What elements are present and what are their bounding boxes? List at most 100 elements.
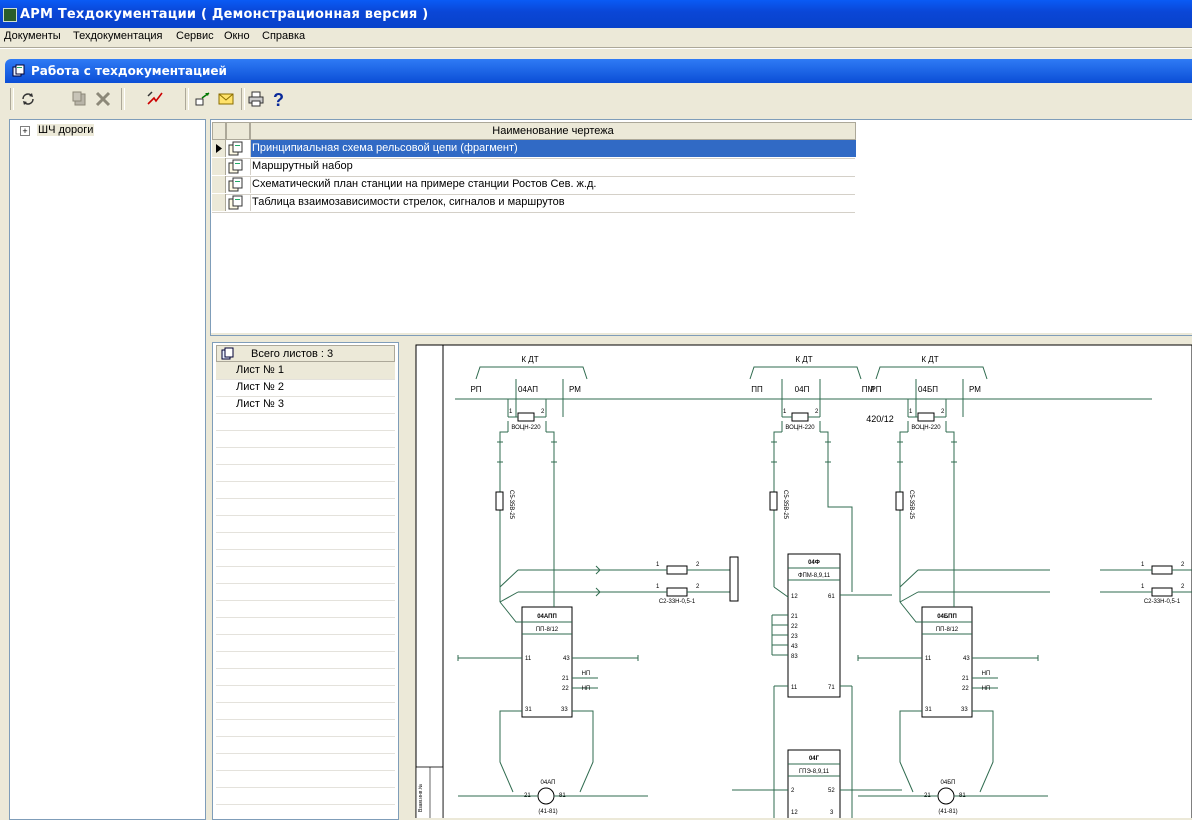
component: [517, 412, 535, 422]
wire: [773, 586, 789, 598]
schematic-label: 04П: [795, 385, 810, 394]
pin-number: 3: [830, 810, 834, 816]
component: [769, 491, 778, 511]
schematic-label: С5-35В-25: [508, 490, 514, 520]
grid-icon-header: [226, 122, 250, 140]
empty-list-row: [216, 719, 395, 737]
link-icon[interactable]: [193, 89, 213, 109]
component: [666, 587, 688, 597]
copy-disabled-icon[interactable]: [70, 89, 90, 109]
schematic-label: РМ: [569, 385, 581, 394]
menu-window[interactable]: Окно: [224, 30, 250, 42]
delete-disabled-icon[interactable]: [93, 89, 113, 109]
pin-number: 12: [791, 810, 798, 816]
menu-service[interactable]: Сервис: [176, 30, 214, 42]
table-row[interactable]: Таблица взаимозависимости стрелок, сигна…: [212, 194, 855, 213]
child-window-titlebar[interactable]: Работа с техдокументацией: [5, 59, 1192, 83]
wire: [899, 601, 922, 623]
sheet-list-item[interactable]: Лист № 3: [216, 396, 395, 414]
wire: [546, 431, 555, 582]
tree-expander-icon[interactable]: +: [20, 126, 30, 136]
document-icon: [228, 141, 243, 156]
empty-list-row: [216, 651, 395, 669]
refresh-icon[interactable]: [18, 89, 38, 109]
menu-techdocs[interactable]: Техдокументация: [73, 30, 163, 42]
table-row[interactable]: Схематический план станции на примере ст…: [212, 176, 855, 195]
row-indicator: [212, 158, 226, 175]
component: [666, 565, 688, 575]
wire: [946, 431, 955, 582]
sheet-list-item[interactable]: Лист № 1: [216, 362, 395, 380]
window-titlebar[interactable]: АРМ Техдокументации ( Демонстрационная в…: [0, 0, 1192, 30]
pin-number: 31: [925, 707, 932, 713]
edit-icon[interactable]: [145, 89, 165, 109]
table-row[interactable]: Маршрутный набор: [212, 158, 855, 177]
pin-number: 21: [562, 676, 569, 682]
grid-rows: Принципиальная схема рельсовой цепи (фра…: [212, 140, 856, 215]
drawing-name: Принципиальная схема рельсовой цепи (фра…: [252, 142, 518, 154]
pin-number: 71: [828, 685, 835, 691]
help-icon[interactable]: ?: [268, 89, 288, 109]
pin-number: 43: [963, 656, 970, 662]
tree-root-item[interactable]: ШЧ дороги: [37, 124, 95, 136]
component: [1151, 587, 1173, 597]
toolbar-separator: [121, 88, 125, 110]
pin-number: 23: [791, 634, 798, 640]
pin-number: 21: [962, 676, 969, 682]
schematic-label: ВОЦН-220: [785, 425, 815, 431]
pin-number: 1: [1141, 584, 1145, 590]
drawing-name: Схематический план станции на примере ст…: [252, 178, 597, 190]
schematic-label: ПП: [751, 385, 763, 394]
menu-divider-light: [0, 48, 1192, 49]
empty-list-row: [216, 634, 395, 652]
component: [895, 491, 904, 511]
print-icon[interactable]: [246, 89, 266, 109]
menu-documents[interactable]: Документы: [4, 30, 61, 42]
schematic-label: К ДТ: [795, 355, 812, 364]
schematic-label: С5-35В-25: [782, 490, 788, 520]
schematic-label: 04АП: [518, 385, 538, 394]
drawing-name: Таблица взаимозависимости стрелок, сигна…: [252, 196, 565, 208]
empty-list-row: [216, 447, 395, 465]
pin-number: 21: [791, 614, 798, 620]
pin-number: 22: [962, 686, 969, 692]
component: [917, 412, 935, 422]
wire: [820, 431, 853, 592]
sheets-count: Всего листов : 3: [251, 348, 334, 360]
wire: [595, 587, 601, 593]
menu-bar: Документы Техдокументация Сервис Окно Сп…: [0, 28, 1192, 46]
pin-number: 22: [791, 624, 798, 630]
empty-list-row: [216, 583, 395, 601]
pin-number: 2: [696, 584, 700, 590]
pin-number: 21: [524, 793, 531, 799]
empty-list-row: [216, 600, 395, 618]
wire: [499, 431, 508, 562]
mail-icon[interactable]: [216, 89, 236, 109]
pin-number: 33: [961, 707, 968, 713]
drawing-name: Маршрутный набор: [252, 160, 353, 172]
schematic-label: НП: [982, 686, 991, 692]
component: [787, 553, 841, 698]
pin-number: 21: [924, 793, 931, 799]
pin-number: 2: [1181, 584, 1185, 590]
pin-number: 61: [828, 594, 835, 600]
pin-number: 2: [791, 788, 795, 794]
menu-help[interactable]: Справка: [262, 30, 306, 42]
column-header-drawing-name[interactable]: Наименование чертежа: [250, 122, 856, 140]
schematic-label: (41-81): [538, 809, 557, 815]
wire: [595, 591, 601, 597]
toolbar: ?: [5, 84, 1192, 114]
wire: [499, 569, 519, 588]
pin-number: 2: [696, 562, 700, 568]
table-row[interactable]: Принципиальная схема рельсовой цепи (фра…: [212, 140, 856, 159]
schematic-label: ВОЦН-220: [911, 425, 941, 431]
pin-number: 33: [561, 707, 568, 713]
pin-number: 1: [909, 409, 913, 415]
empty-list-row: [216, 515, 395, 533]
empty-list-row: [216, 566, 395, 584]
sheet-list-item[interactable]: Лист № 2: [216, 379, 395, 397]
splitter[interactable]: [211, 333, 1192, 335]
schematic-label: ПП-8/12: [536, 627, 559, 633]
